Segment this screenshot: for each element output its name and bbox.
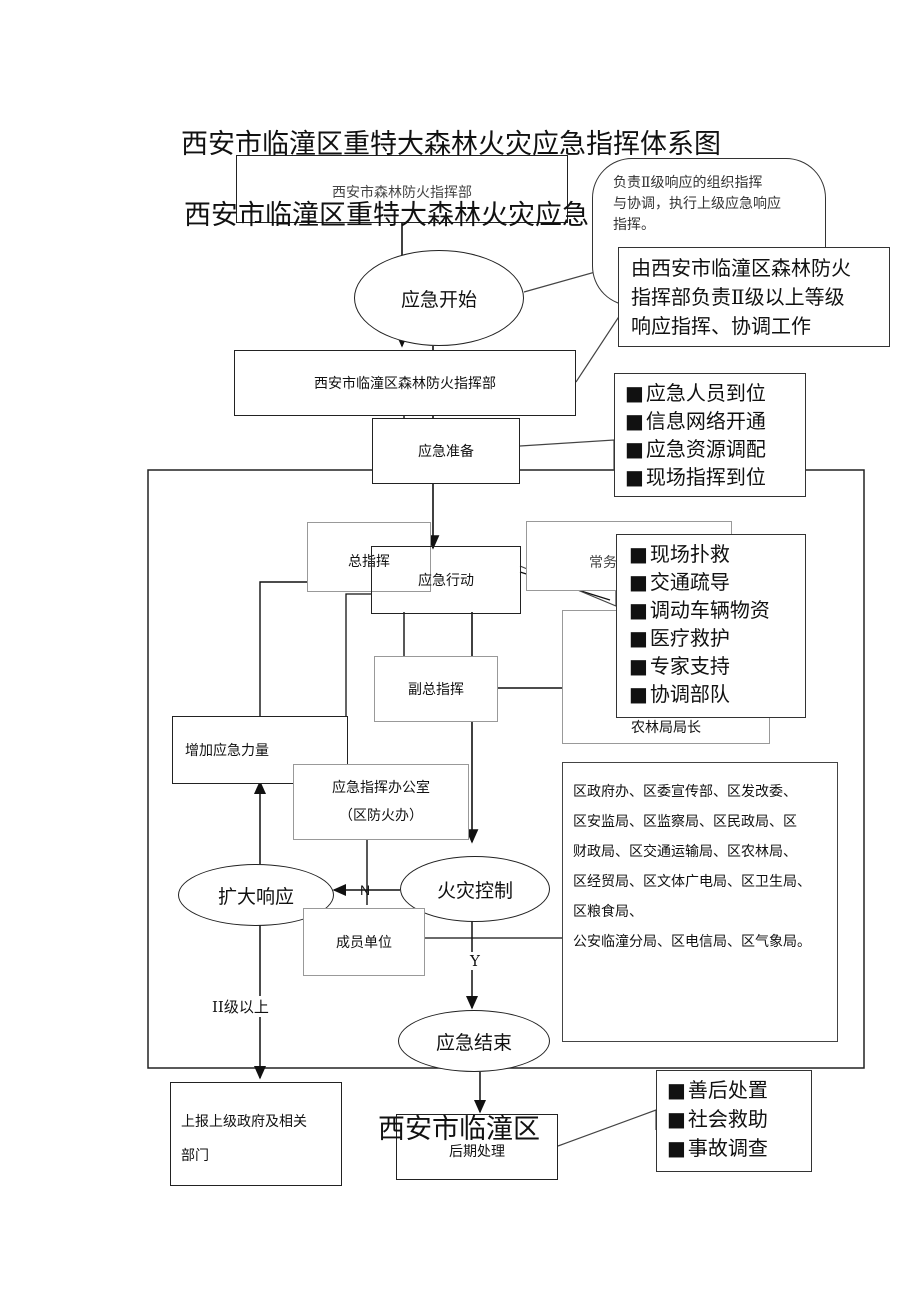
page-title: 西安市临潼区重特大森林火灾应急指挥体系图 (181, 129, 721, 160)
note-member-units: 区政府办、区委宣传部、区发改委、 区安监局、区监察局、区民政局、区 财政局、区交… (562, 762, 838, 1042)
overlay-bottom-title: 西安市临潼区 (378, 1114, 540, 1145)
after-item-2: 社会救助 (667, 1105, 811, 1134)
line-increase-up (259, 576, 374, 716)
node-end-label: 应急结束 (435, 1031, 512, 1054)
node-after-label: 后期处理 (449, 1144, 505, 1160)
cloud-line-1: 负责Ⅱ级响应的组织指挥 (613, 175, 763, 191)
node-expand-response: 扩大响应 (178, 864, 334, 926)
node-deputy-label: 副总指挥 (408, 682, 464, 698)
members-line-2: 区安监局、区监察局、区民政局、区 (573, 814, 797, 830)
node-control-label: 火灾控制 (436, 879, 513, 902)
node-standing-label: 常务 (589, 555, 617, 571)
report-line-1: 上报上级政府及相关 (181, 1114, 307, 1130)
cloud-line-3: 指挥。 (613, 217, 655, 233)
node-city-hq: 西安市森林防火指挥部 (236, 155, 568, 223)
node-start: 应急开始 (354, 250, 524, 346)
action-item-3: 调动车辆物资 (629, 596, 805, 624)
line-increase-to-office (345, 593, 372, 716)
label-n: N (360, 882, 371, 898)
node-prepare-label: 应急准备 (418, 444, 474, 460)
node-command-office: 应急指挥办公室 （区防火办） (293, 764, 469, 840)
node-office-label: 应急指挥办公室 (332, 780, 430, 796)
prepare-item-1: 应急人员到位 (625, 379, 805, 407)
node-prepare: 应急准备 (372, 418, 520, 484)
prepare-item-4: 现场指挥到位 (625, 463, 805, 491)
action-item-1: 现场扑救 (629, 540, 805, 568)
node-fire-control: 火灾控制 (400, 856, 550, 922)
callout-district (575, 312, 621, 383)
node-after-handling: 后期处理 (396, 1114, 558, 1180)
action-item-5: 专家支持 (629, 652, 805, 680)
members-line-5: 区粮食局、 (573, 904, 643, 920)
node-expand-label: 扩大响应 (217, 885, 294, 908)
after-item-3: 事故调查 (667, 1134, 811, 1163)
note-after-items: 善后处置 社会救助 事故调查 (656, 1070, 812, 1172)
prepare-item-2: 信息网络开通 (625, 407, 805, 435)
note-action-items: 现场扑救 交通疏导 调动车辆物资 医疗救护 专家支持 协调部队 (616, 534, 806, 718)
district-resp-line-3: 响应指挥、协调工作 (631, 314, 811, 338)
members-line-4: 区经贸局、区文体广电局、区卫生局、 (573, 874, 811, 890)
node-chief: 总指挥 (307, 522, 431, 592)
note-district-responsibility: 由西安市临潼区森林防火 指挥部负责Ⅱ级以上等级 响应指挥、协调工作 (618, 247, 890, 347)
node-member-label: 成员单位 (336, 935, 392, 951)
action-item-2: 交通疏导 (629, 568, 805, 596)
callout-after (557, 1109, 657, 1147)
action-item-4: 医疗救护 (629, 624, 805, 652)
members-line-3: 财政局、区交通运输局、区农林局、 (573, 844, 797, 860)
node-action: 应急行动 (371, 546, 521, 614)
label-level2: II级以上 (210, 996, 271, 1017)
note-prepare-items: 应急人员到位 信息网络开通 应急资源调配 现场指挥到位 (614, 373, 806, 497)
node-deputy: 副总指挥 (374, 656, 498, 722)
node-start-label: 应急开始 (400, 288, 477, 311)
node-end: 应急结束 (398, 1010, 550, 1072)
node-chief-label: 总指挥 (348, 554, 390, 570)
prepare-item-3: 应急资源调配 (625, 435, 805, 463)
node-increase-label: 增加应急力量 (185, 743, 269, 759)
node-forestry-label: 农林局局长 (631, 720, 701, 736)
members-line-6: 公安临潼分局、区电信局、区气象局。 (573, 934, 811, 950)
node-city-hq-label: 西安市森林防火指挥部 (332, 185, 472, 201)
members-line-1: 区政府办、区委宣传部、区发改委、 (573, 784, 797, 800)
node-district-hq-label: 西安市临潼区森林防火指挥部 (314, 376, 496, 392)
cloud-line-2: 与协调，执行上级应急响应 (613, 196, 781, 212)
action-item-6: 协调部队 (629, 680, 805, 708)
node-action-label: 应急行动 (418, 573, 474, 589)
district-resp-line-1: 由西安市临潼区森林防火 (631, 256, 851, 280)
callout-prepare (519, 439, 615, 470)
node-office-sub: （区防火办） (339, 808, 423, 824)
overlay-title: 西安市临潼区重特大森林火灾应急 (184, 200, 589, 231)
after-item-1: 善后处置 (667, 1076, 811, 1105)
node-report-superior: 上报上级政府及相关 部门 (170, 1082, 342, 1186)
label-y: Y (468, 952, 482, 970)
report-line-2: 部门 (181, 1148, 209, 1164)
district-resp-line-2: 指挥部负责Ⅱ级以上等级 (631, 285, 845, 309)
node-member-units: 成员单位 (303, 908, 425, 976)
node-district-hq: 西安市临潼区森林防火指挥部 (234, 350, 576, 416)
